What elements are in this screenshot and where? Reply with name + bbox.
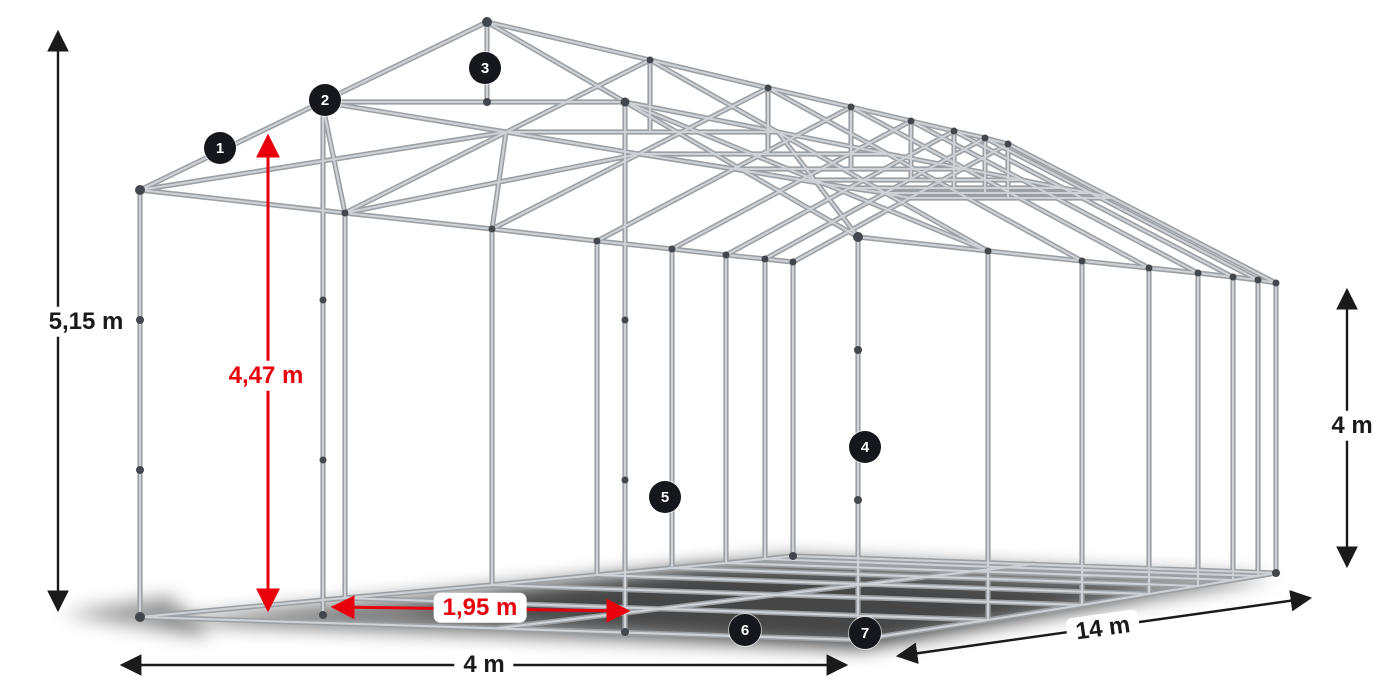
part-badge-1: 1 bbox=[204, 132, 236, 164]
part-badge-7: 7 bbox=[849, 617, 881, 649]
dimension-label-inner-height: 4,47 m bbox=[219, 360, 313, 392]
part-badge-4: 4 bbox=[849, 431, 881, 463]
part-badge-3: 3 bbox=[469, 52, 501, 84]
part-badge-5: 5 bbox=[649, 481, 681, 513]
dimension-label-end-width: 4 m bbox=[454, 649, 514, 681]
frame-structure bbox=[140, 22, 1276, 640]
part-badge-2: 2 bbox=[309, 84, 341, 116]
dimension-label-inner-width: 1,95 m bbox=[433, 592, 527, 624]
dimension-label-total-height: 5,15 m bbox=[39, 306, 133, 338]
joint-fittings bbox=[135, 17, 1280, 645]
part-badge-6: 6 bbox=[729, 614, 761, 646]
dimension-label-side-height: 4 m bbox=[1322, 410, 1382, 442]
